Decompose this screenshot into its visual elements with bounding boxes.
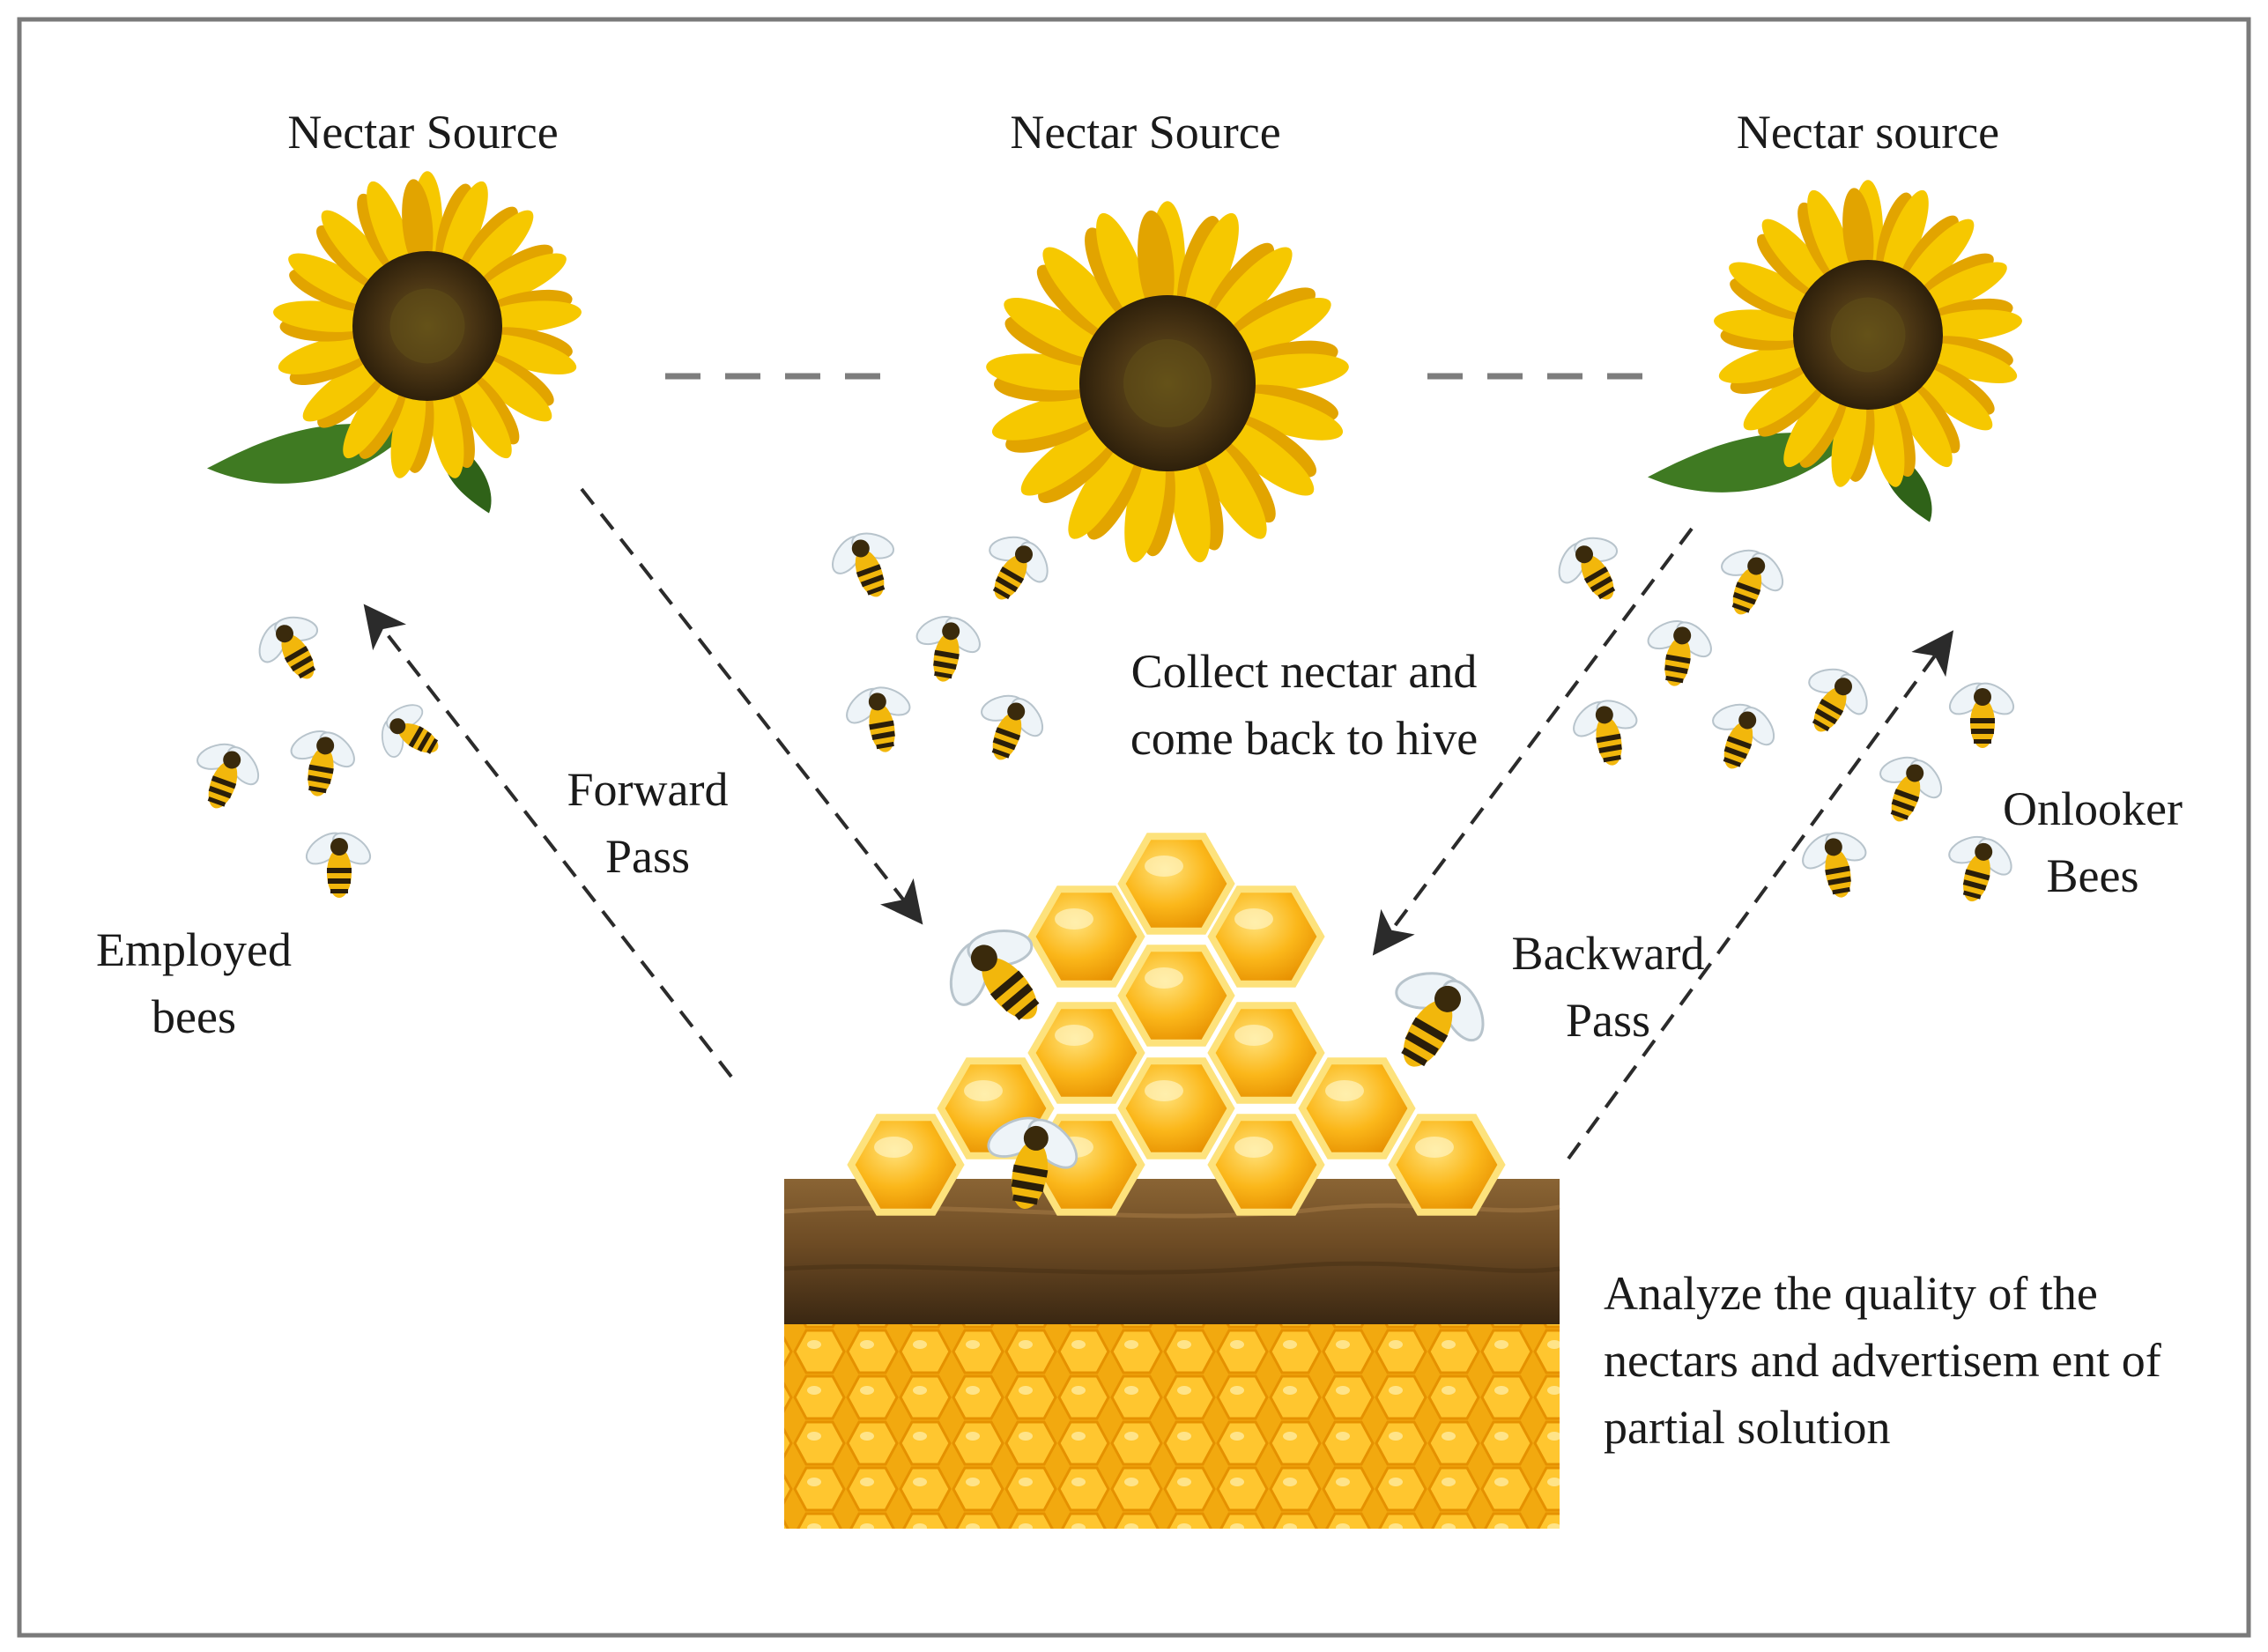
- bee-icon: [1712, 703, 1775, 769]
- onlooker-bees-line-2: Bees: [2046, 849, 2139, 902]
- employed-bees-label: Employed bees: [79, 916, 308, 1050]
- bee-icon: [987, 1116, 1078, 1210]
- bee-icon: [1558, 537, 1619, 600]
- bee-icon: [832, 532, 895, 597]
- collect-nectar-label: Collect nectar and come back to hive: [1093, 638, 1516, 772]
- backward-pass-arrow-down: [1372, 527, 1694, 956]
- bee-icon: [949, 930, 1040, 1020]
- bee-icon: [196, 743, 260, 809]
- bee-icon: [1573, 700, 1638, 766]
- forward-pass-arrow-down: [580, 487, 923, 925]
- bee-icon: [981, 694, 1044, 760]
- analyze-line-1: Analyze the quality of the: [1604, 1267, 2098, 1320]
- figure-frame: [17, 17, 2251, 1638]
- bee-icon: [989, 536, 1049, 600]
- bee-icon: [290, 730, 355, 796]
- bee-icon: [1802, 832, 1867, 898]
- employed-bees-line-2: bees: [152, 990, 236, 1043]
- bee-icon: [1948, 682, 2015, 748]
- bee-icon: [1879, 756, 1943, 822]
- nectar-source-left-label: Nectar Source: [287, 106, 559, 159]
- bee-icon: [1808, 668, 1868, 732]
- onlooker-bees-line-1: Onlooker: [2003, 782, 2183, 835]
- nectar-source-right-label: Nectar source: [1736, 106, 2000, 159]
- onlooker-bees-label: Onlooker Bees: [1974, 775, 2212, 909]
- forward-pass-line-1: Forward: [567, 763, 729, 816]
- forward-pass-label: Forward Pass: [537, 756, 758, 890]
- forward-pass-line-2: Pass: [604, 830, 691, 883]
- nectar-source-center-label: Nectar Source: [1010, 106, 1281, 159]
- sunflower-left-icon: [207, 171, 582, 514]
- backward-pass-line-1: Backward: [1511, 927, 1705, 980]
- bee-icon: [846, 686, 911, 752]
- beehive-icon: [783, 833, 1560, 1529]
- bee-icon: [258, 616, 319, 679]
- bee-icon: [1647, 620, 1712, 686]
- backward-pass-line-2: Pass: [1565, 994, 1651, 1047]
- sunflower-center-icon: [986, 201, 1349, 563]
- bee-icon: [915, 616, 981, 682]
- bee-icon: [305, 832, 372, 898]
- bee-icon: [1948, 835, 2012, 902]
- collect-nectar-line-2: come back to hive: [1130, 712, 1479, 765]
- analyze-line-2: nectars and advertisem ent of: [1604, 1334, 2161, 1387]
- bee-icon: [1721, 549, 1784, 615]
- analyze-line-3: partial solution: [1604, 1401, 1891, 1454]
- bee-icon: [381, 704, 439, 759]
- analyze-quality-label: Analyze the quality of the nectars and a…: [1604, 1260, 2220, 1461]
- collect-nectar-line-1: Collect nectar and: [1130, 645, 1478, 698]
- employed-bees-line-1: Employed: [96, 923, 292, 976]
- bee-icon: [1395, 972, 1485, 1067]
- forward-pass-arrow-up: [363, 604, 733, 1078]
- backward-pass-arrow-up: [1567, 630, 1954, 1160]
- sunflower-right-icon: [1648, 180, 2022, 522]
- backward-pass-label: Backward Pass: [1489, 920, 1727, 1054]
